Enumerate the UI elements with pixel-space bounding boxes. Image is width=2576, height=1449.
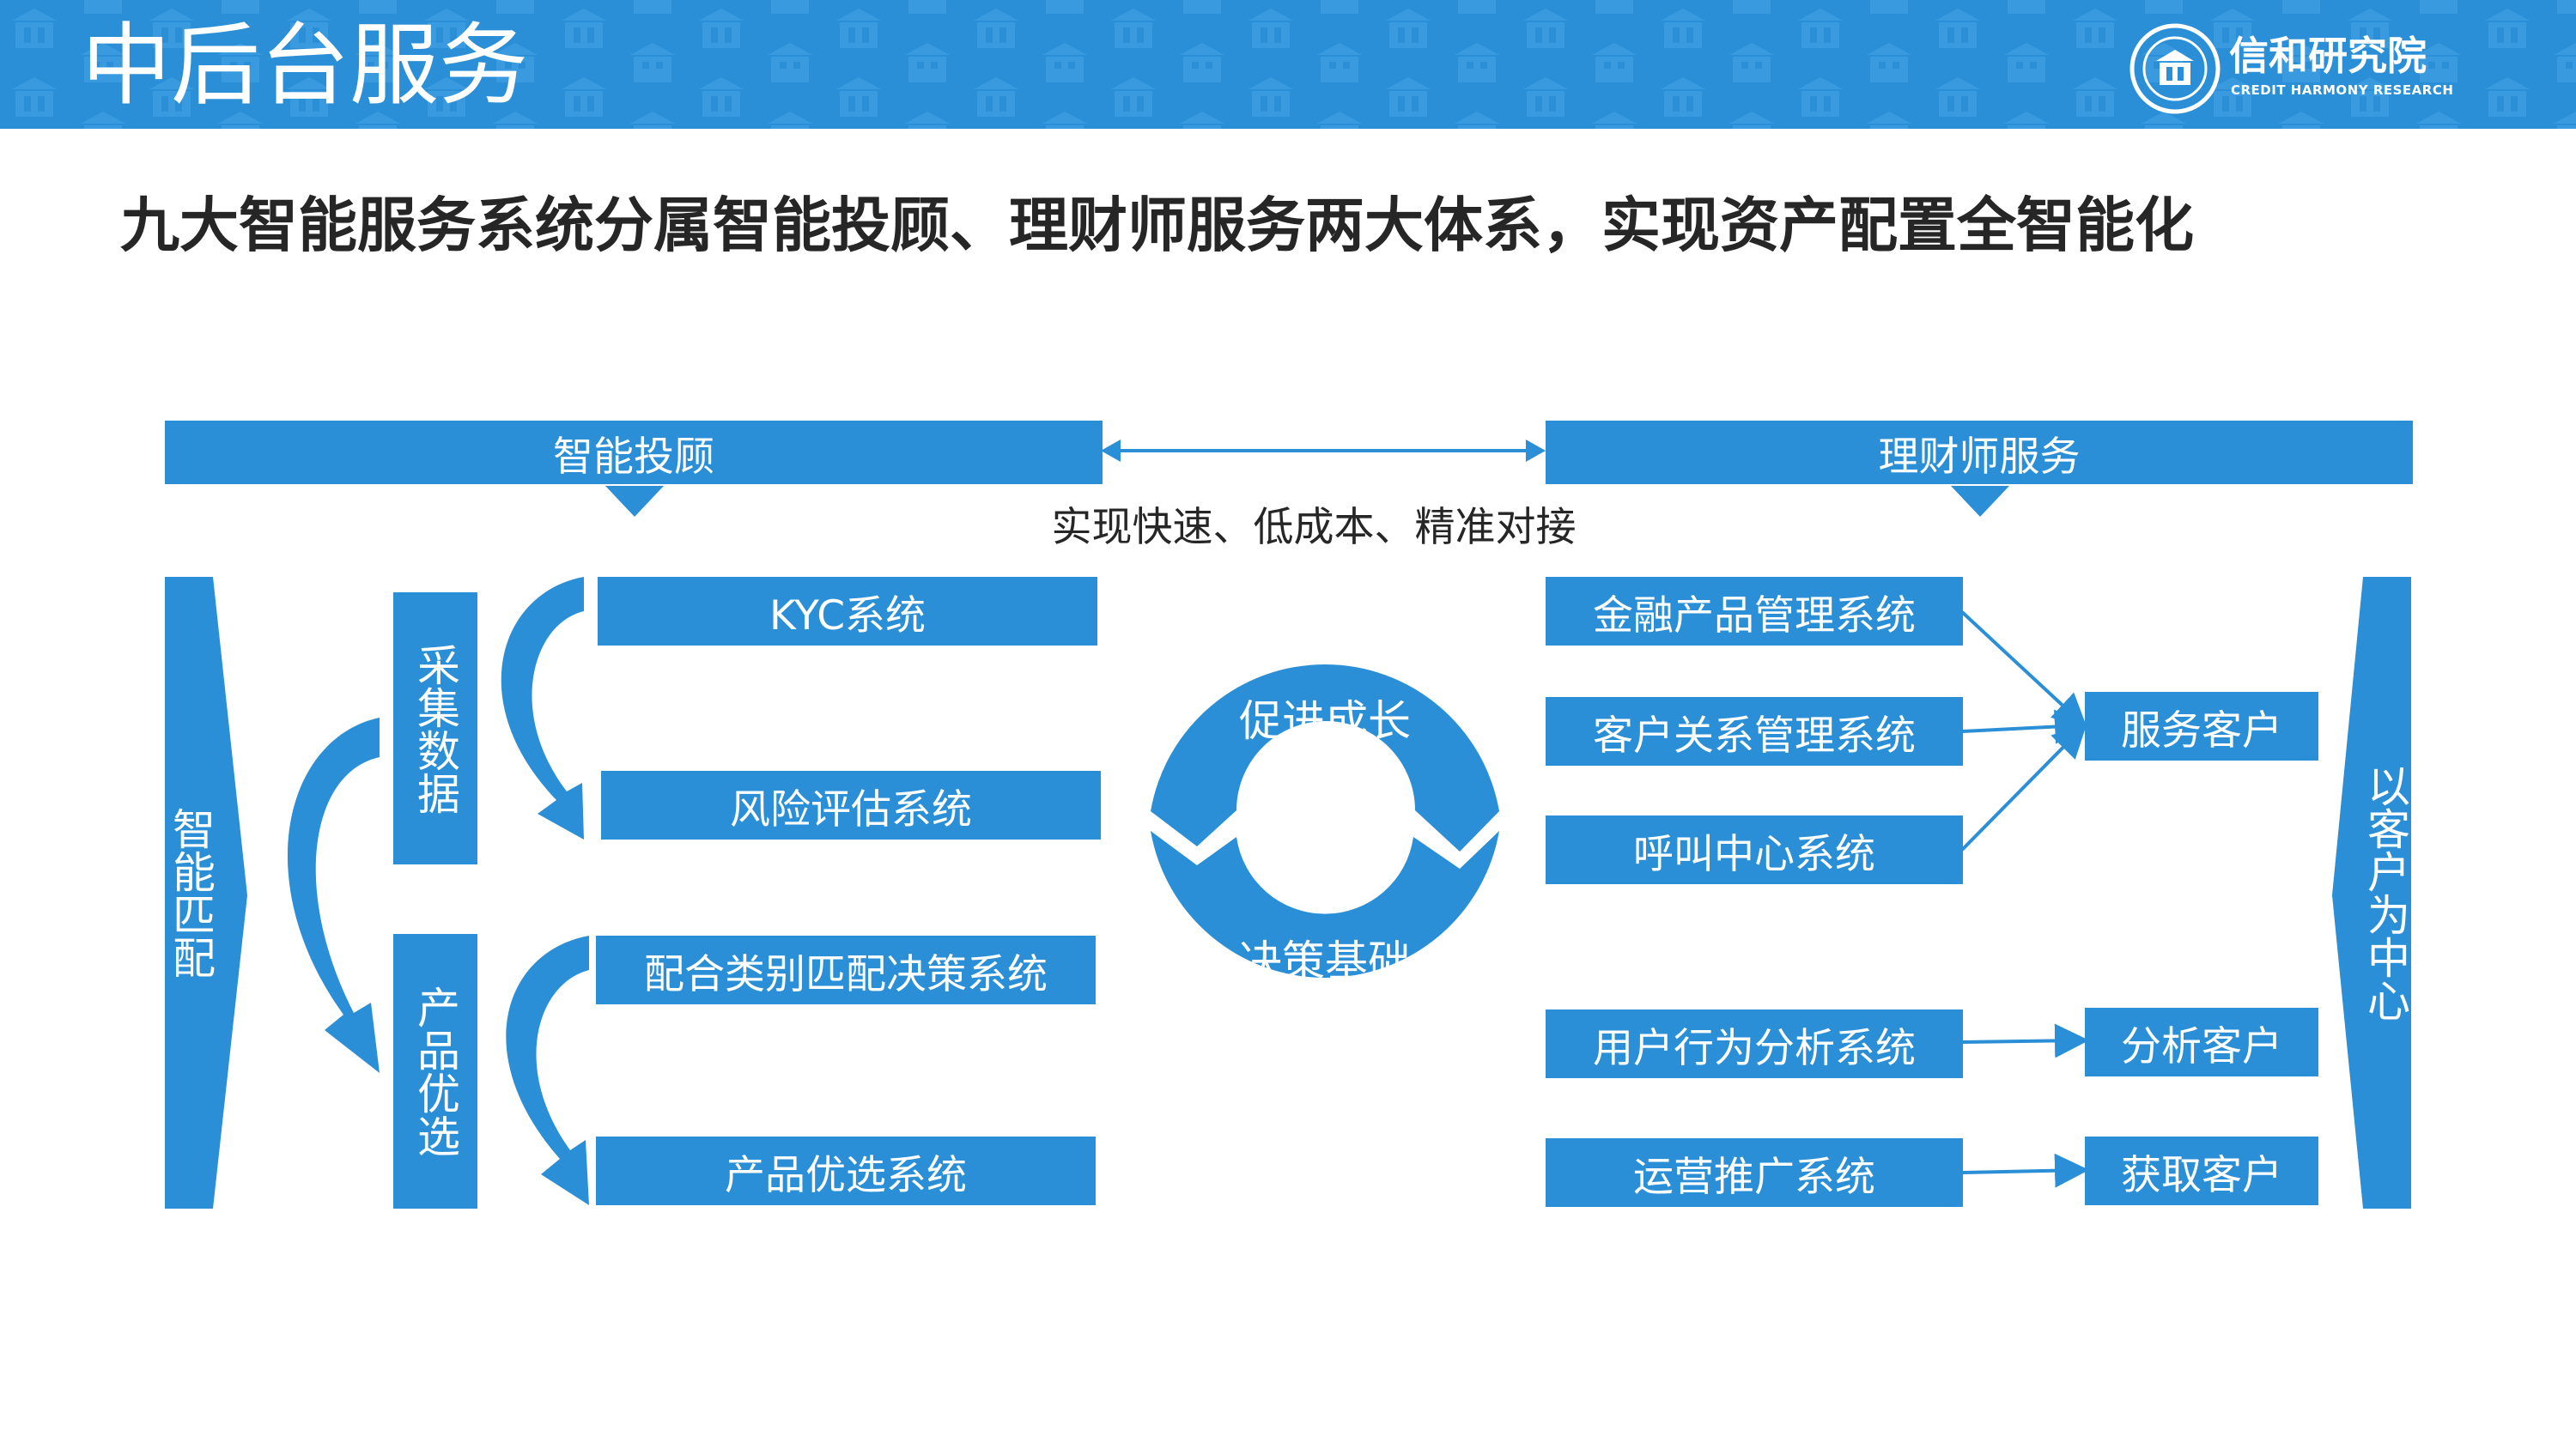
system-kyc: KYC系统 bbox=[598, 577, 1097, 646]
system-user-behavior: 用户行为分析系统 bbox=[1546, 1009, 1963, 1078]
slide-subtitle: 九大智能服务系统分属智能投顾、理财师服务两大体系，实现资产配置全智能化 bbox=[120, 191, 2194, 260]
outcome-serve-customers: 服务客户 bbox=[2085, 692, 2318, 761]
group-product-selection-label: 产品优选 bbox=[410, 985, 460, 1157]
group-collect-data: 采集数据 bbox=[393, 592, 477, 864]
brand-logo: 信和研究院 CREDIT HARMONY RESEARCH bbox=[2128, 17, 2454, 120]
curved-arrow-match bbox=[287, 718, 380, 1073]
system-crm: 客户关系管理系统 bbox=[1546, 697, 1963, 766]
system-call-center-label: 呼叫中心系统 bbox=[1633, 830, 1875, 878]
system-user-behavior-label: 用户行为分析系统 bbox=[1593, 1024, 1916, 1072]
ring-label-decision: 决策基础 bbox=[1239, 937, 1411, 986]
left-chevron-bar bbox=[165, 577, 247, 1209]
group-product-selection: 产品优选 bbox=[393, 934, 477, 1209]
system-product-selection: 产品优选系统 bbox=[596, 1137, 1096, 1205]
header-box-planner-service: 理财师服务 bbox=[1546, 421, 2413, 484]
connector-caption: 实现快速、低成本、精准对接 bbox=[1051, 504, 1577, 551]
customer-centric-label-box: 以客户为中心 bbox=[2360, 738, 2411, 1047]
system-call-center: 呼叫中心系统 bbox=[1546, 815, 1963, 884]
system-risk-assessment: 风险评估系统 bbox=[601, 771, 1101, 840]
page-title: 中后台服务 bbox=[82, 13, 529, 118]
curved-arrow-kyc bbox=[501, 577, 584, 840]
seal-icon bbox=[2129, 23, 2221, 114]
system-financial-product-mgmt-label: 金融产品管理系统 bbox=[1593, 591, 1916, 640]
logo-english-name: CREDIT HARMONY RESEARCH bbox=[2231, 82, 2454, 98]
outcome-analyze-customers: 分析客户 bbox=[2085, 1008, 2318, 1076]
system-financial-product-mgmt: 金融产品管理系统 bbox=[1546, 577, 1963, 646]
system-operations-promotion: 运营推广系统 bbox=[1546, 1138, 1963, 1207]
smart-match-label: 智能匹配 bbox=[166, 807, 216, 979]
group-collect-data-label: 采集数据 bbox=[410, 642, 460, 815]
right-chevron-bar bbox=[2332, 577, 2411, 1209]
curved-arrow-product bbox=[506, 936, 589, 1205]
system-product-selection-label: 产品优选系统 bbox=[725, 1151, 967, 1199]
system-category-matching-label: 配合类别匹配决策系统 bbox=[644, 950, 1048, 998]
smart-match-label-box: 智能匹配 bbox=[165, 781, 216, 1004]
outcome-acquire-customers: 获取客户 bbox=[2085, 1137, 2318, 1205]
outcome-acquire-customers-label: 获取客户 bbox=[2121, 1151, 2282, 1199]
double-arrow-connector bbox=[1101, 440, 1546, 462]
logo-chinese-name: 信和研究院 bbox=[2229, 33, 2427, 79]
header-bar: 中后台服务 信和研究院 CREDIT HARMONY RESEARCH bbox=[0, 0, 2576, 129]
ring-label-growth: 促进成长 bbox=[1239, 696, 1411, 746]
customer-centric-label: 以客户为中心 bbox=[2360, 764, 2410, 1022]
header-label-planner-service: 理财师服务 bbox=[1878, 433, 2081, 481]
right-header-pointer bbox=[1951, 486, 2009, 517]
cycle-ring bbox=[1151, 664, 1499, 978]
left-header-pointer bbox=[605, 486, 664, 517]
connector-lines bbox=[1960, 610, 2089, 1188]
outcome-serve-customers-label: 服务客户 bbox=[2121, 706, 2282, 755]
system-operations-promotion-label: 运营推广系统 bbox=[1633, 1153, 1875, 1201]
header-label-robo-advisor: 智能投顾 bbox=[553, 433, 714, 481]
system-crm-label: 客户关系管理系统 bbox=[1593, 712, 1916, 760]
header-box-robo-advisor: 智能投顾 bbox=[165, 421, 1103, 484]
outcome-analyze-customers-label: 分析客户 bbox=[2121, 1022, 2282, 1070]
system-kyc-label: KYC系统 bbox=[769, 591, 927, 640]
system-risk-assessment-label: 风险评估系统 bbox=[730, 785, 972, 834]
system-category-matching: 配合类别匹配决策系统 bbox=[596, 936, 1096, 1004]
header-pattern bbox=[0, 0, 2576, 129]
